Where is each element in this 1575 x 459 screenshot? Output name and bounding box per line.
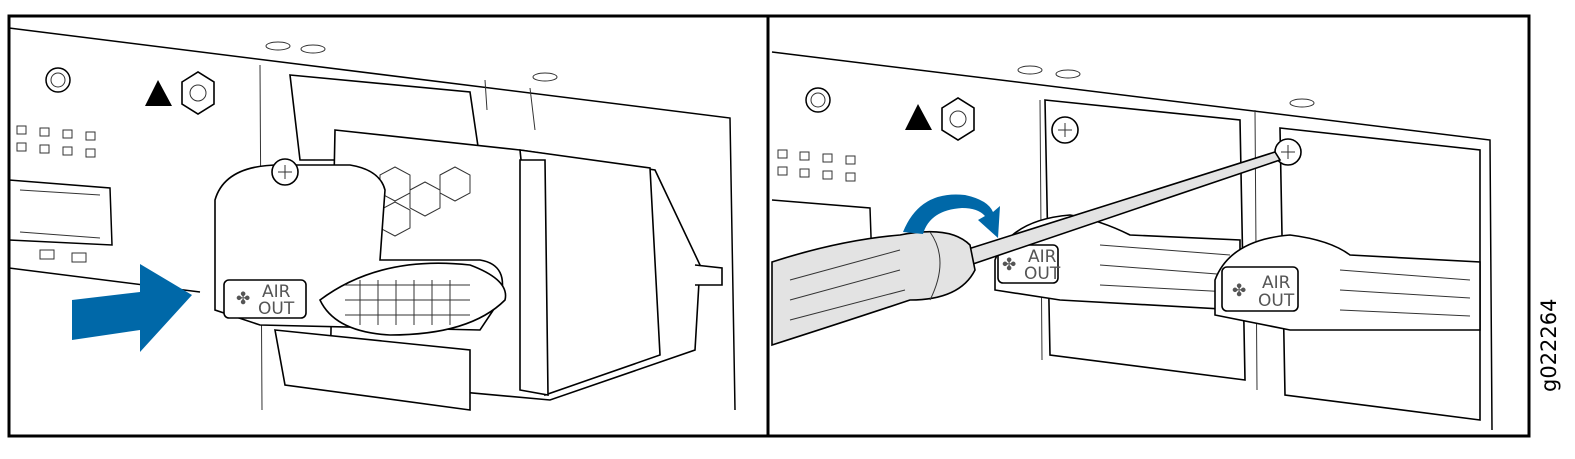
chassis [771, 51, 1493, 431]
chassis [8, 27, 736, 411]
fan-icon: ✤ [1002, 255, 1016, 275]
right-panel: ✤ AIR OUT ✤ AIR OUT [771, 51, 1493, 431]
fan-icon: ✤ [236, 289, 250, 309]
esd-warning-icon [905, 104, 932, 130]
air-out-label-line2: OUT [1258, 291, 1295, 311]
air-out-label-line1: AIR [1028, 247, 1057, 267]
fan-module: ✤ AIR OUT [214, 74, 723, 411]
air-out-label-line1: AIR [1262, 273, 1291, 293]
air-out-label-line2: OUT [258, 299, 295, 319]
fan-module-left: ✤ AIR OUT [994, 99, 1246, 381]
insert-direction-arrow [72, 264, 192, 352]
screwdriver [771, 151, 1282, 347]
esd-warning-icon [145, 80, 172, 106]
rotate-clockwise-arrow [903, 194, 1000, 238]
figure-id: g022264 [1537, 298, 1561, 393]
fan-icon: ✤ [1232, 281, 1246, 301]
fan-module-right: ✤ AIR OUT [1214, 127, 1481, 421]
air-out-label-line2: OUT [1024, 264, 1061, 284]
air-out-label-line1: AIR [262, 282, 291, 302]
left-panel: ✤ AIR OUT [8, 27, 736, 411]
